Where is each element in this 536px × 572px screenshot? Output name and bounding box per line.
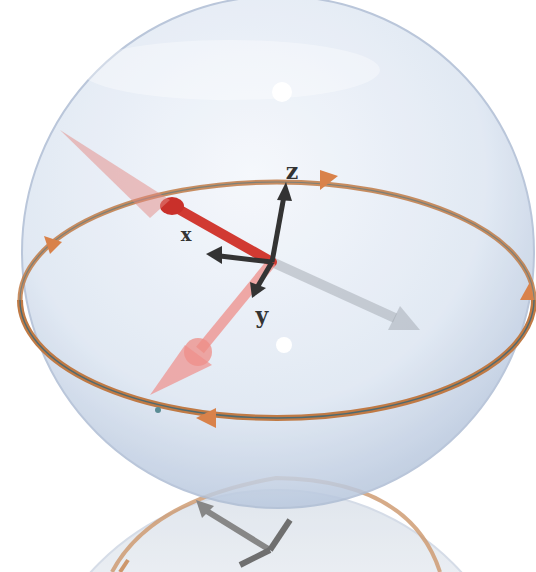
state-vector [200, 262, 272, 350]
sphere [22, 0, 534, 508]
y-axis [258, 262, 272, 286]
ring-arrowhead [320, 170, 338, 190]
ring-arrowhead [44, 236, 62, 254]
x-axis [220, 256, 272, 262]
axis-label: x [181, 226, 192, 244]
x-axis [206, 246, 222, 264]
highlight [272, 82, 292, 102]
faded-vector [272, 262, 395, 318]
ring-marker [155, 407, 161, 413]
ring-arrowhead [520, 282, 534, 300]
state-vector [180, 210, 272, 262]
z-axis [272, 196, 284, 262]
orbit-ring [20, 182, 534, 300]
z-axis [277, 182, 292, 201]
state-vector [150, 345, 212, 395]
axis-label: z [286, 160, 299, 182]
y-axis [250, 282, 266, 298]
orbit-ring [20, 300, 534, 418]
highlight [276, 337, 292, 353]
vector-cone [60, 130, 170, 218]
highlight [80, 40, 380, 100]
axis-label: y [256, 304, 269, 326]
orbit-ring [20, 182, 534, 300]
faded-vector [388, 306, 420, 330]
ring-arrowhead [196, 408, 216, 428]
orbit-ring [20, 300, 534, 418]
